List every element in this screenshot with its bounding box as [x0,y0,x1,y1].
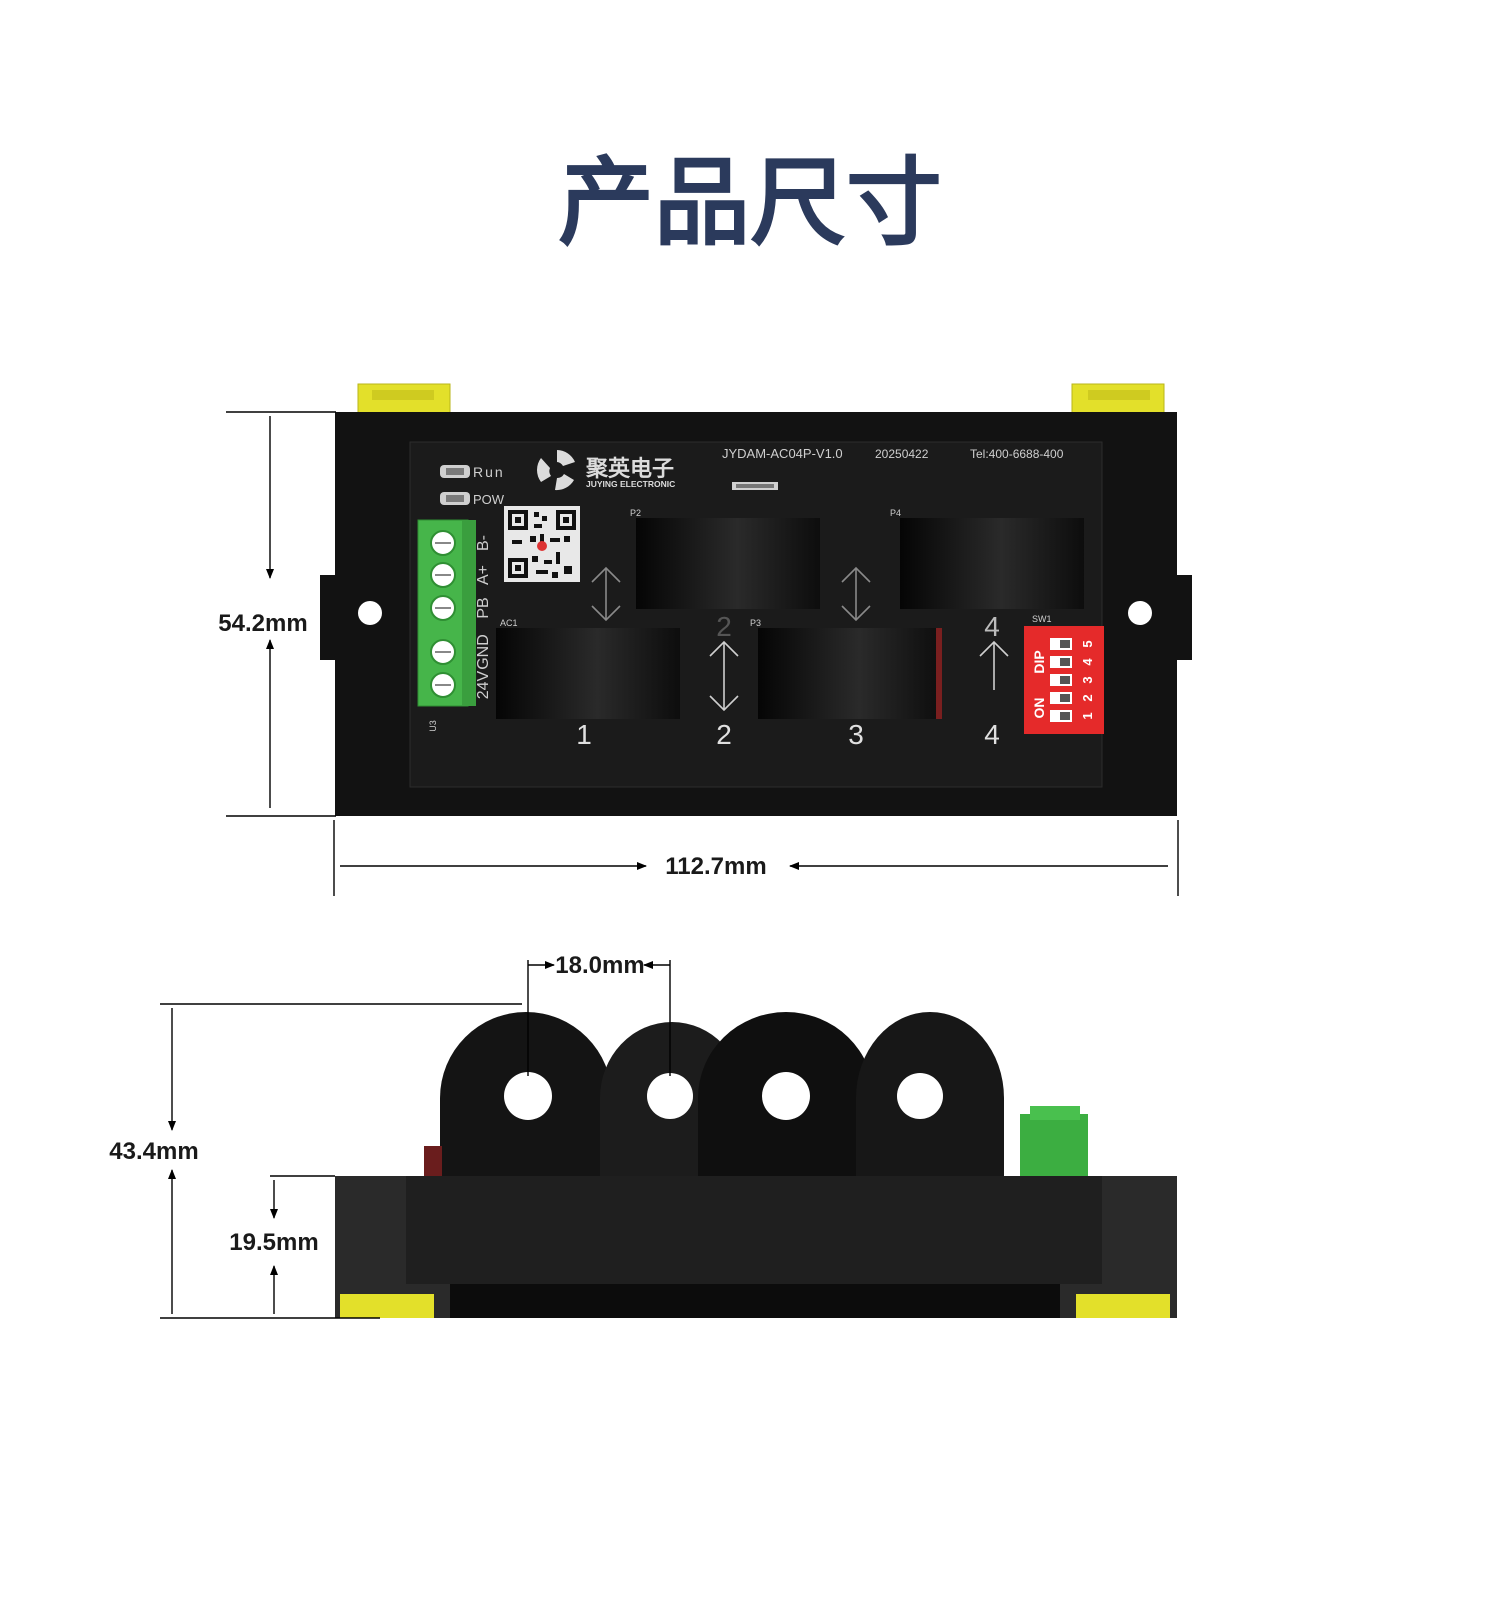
ref-p3: P3 [750,618,761,628]
ct-top-p4 [900,518,1084,609]
dimension-total-height: 43.4mm [109,1138,198,1165]
led-pow-label: POW [473,492,505,507]
dimension-width: 112.7mm [665,853,766,880]
dimension-height-top: 54.2mm [218,610,307,637]
double-arrow-icon [591,566,871,622]
brand-en: JUYING ELECTRONIC [586,479,675,489]
rail-clip-bottom-right [1076,1294,1170,1318]
side-view [335,1012,1177,1318]
dip-number-5: 5 [1080,640,1095,647]
dip-number-4: 4 [1080,658,1095,666]
ct-top-ac1 [496,628,680,719]
dip-number-2: 2 [1080,694,1095,701]
ref-p2: P2 [630,508,641,518]
ct-top-p2 [636,518,820,609]
ct-top-p3 [758,628,942,719]
pcb-tel: Tel:400-6688-400 [970,447,1064,461]
pcb-model: JYDAM-AC04P-V1.0 [722,446,843,461]
ref-p4: P4 [890,508,901,518]
terminal-ref: U3 [428,720,438,732]
dimension-lines-side [160,960,671,1319]
dip-number-3: 3 [1080,676,1095,683]
dip-switch [1024,626,1104,734]
terminal-block-side [1020,1114,1088,1178]
mount-hole-left [358,601,382,625]
terminal-label-gnd: GND [475,634,492,670]
pcb-panel [409,441,1103,788]
dip-label: DIP [1031,650,1047,673]
top-view: Run POW 聚英电子 JUYING ELECTRONIC JYDAM-AC0… [320,383,1192,816]
terminal-label-b: B- [475,535,492,551]
terminal-label-pb: PB [475,597,492,618]
channel-number-2: 2 [716,719,732,750]
juying-pinwheel-logo-icon [537,450,575,491]
pcb-date: 20250422 [875,447,929,461]
dimension-base-height: 19.5mm [229,1229,318,1256]
channel-number-top-4: 4 [984,611,1000,642]
channel-number-4: 4 [984,719,1000,750]
ref-ac1: AC1 [500,618,518,628]
dip-number-1: 1 [1080,712,1095,719]
qr-code-icon [504,506,580,582]
mount-hole-right [1128,601,1152,625]
terminal-label-24v: 24V [475,670,492,699]
page-title: 产品尺寸 [558,147,942,259]
ref-sw1: SW1 [1032,614,1052,624]
channel-number-1: 1 [576,719,592,750]
dimension-lines-top [226,411,1179,896]
double-arrow-icon [709,640,1009,712]
dimension-ct-pitch: 18.0mm [555,952,644,979]
brand-cn: 聚英电子 [585,457,674,482]
terminal-block [417,519,476,707]
led-run-label: Run [473,464,505,480]
dip-on-label: ON [1031,698,1047,719]
channel-number-top-2: 2 [716,611,732,642]
terminal-label-a: A+ [475,565,492,585]
rail-clip-bottom-left [340,1294,434,1318]
channel-number-3: 3 [848,719,864,750]
